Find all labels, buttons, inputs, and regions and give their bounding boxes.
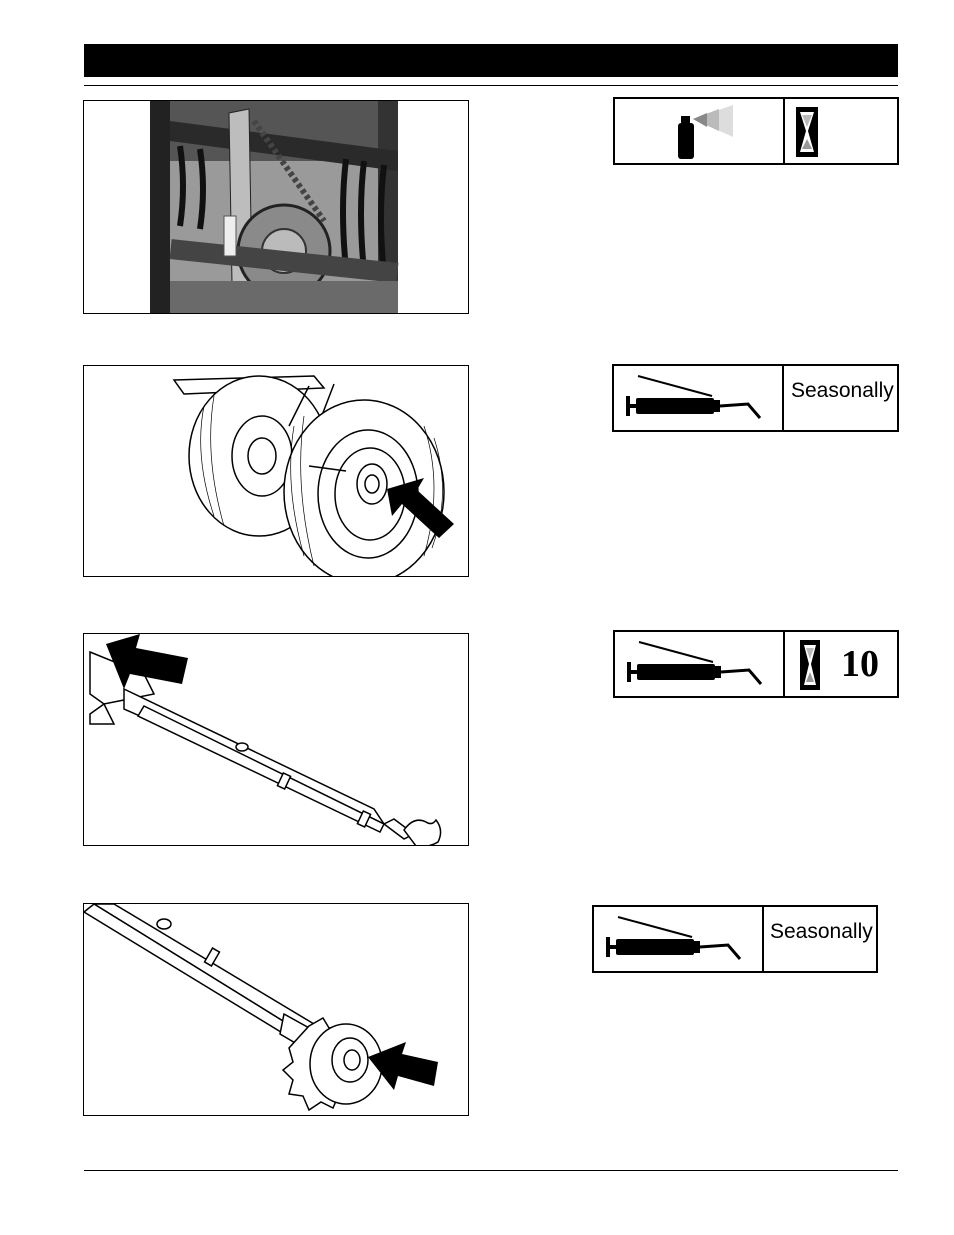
lube-box-spray bbox=[613, 97, 899, 165]
interval-label: 10 bbox=[841, 642, 879, 686]
spray-lubricant-icon bbox=[615, 99, 783, 163]
arm-pivot-illustration bbox=[83, 633, 469, 846]
interval-cell: 10 bbox=[785, 632, 897, 696]
grease-gun-icon bbox=[615, 632, 783, 696]
interval-label: Seasonally bbox=[791, 379, 894, 403]
wheel-bearing-illustration bbox=[83, 903, 469, 1116]
footer-rule bbox=[84, 1170, 898, 1171]
interval-label: Seasonally bbox=[770, 920, 873, 944]
lube-box-grease-10: 10 bbox=[613, 630, 899, 698]
gauge-wheels-illustration bbox=[83, 365, 469, 577]
interval-cell bbox=[785, 99, 897, 163]
method-cell bbox=[615, 99, 785, 163]
drive-chain-photo bbox=[83, 100, 469, 314]
header-rule bbox=[84, 85, 898, 86]
lube-box-grease-seasonally-2: Seasonally bbox=[592, 905, 878, 973]
method-cell bbox=[615, 632, 785, 696]
grease-gun-icon bbox=[614, 366, 782, 430]
header-bar bbox=[84, 44, 898, 77]
method-cell bbox=[594, 907, 764, 971]
hourglass-icon bbox=[785, 99, 899, 163]
method-cell bbox=[614, 366, 784, 430]
interval-cell: Seasonally bbox=[764, 907, 876, 971]
lube-box-grease-seasonally-1: Seasonally bbox=[612, 364, 899, 432]
grease-gun-icon bbox=[594, 907, 762, 971]
interval-cell: Seasonally bbox=[784, 366, 897, 430]
